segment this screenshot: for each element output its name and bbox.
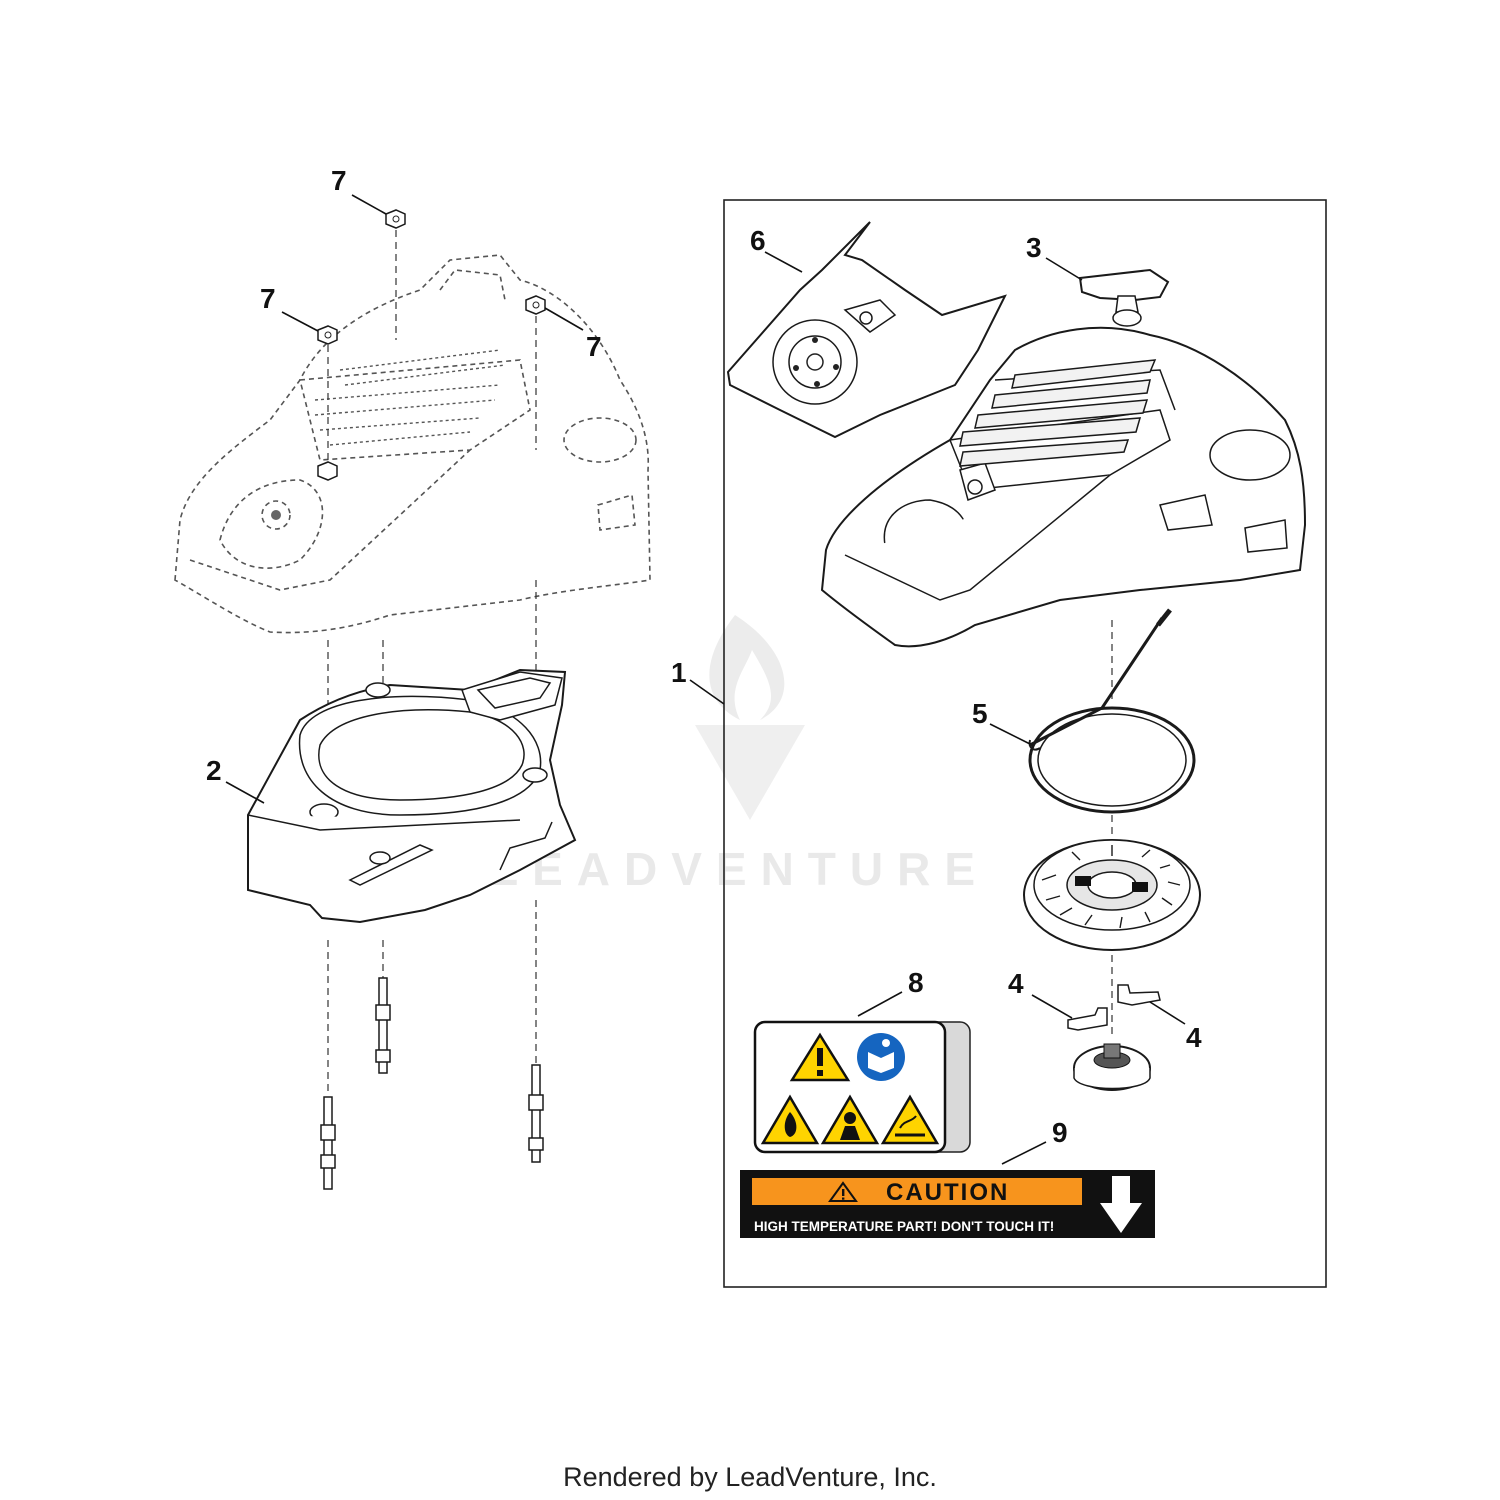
ghost-shroud-outline (174, 254, 651, 634)
hot-surface-icon (880, 1094, 940, 1145)
fire-hazard-icon (760, 1094, 820, 1145)
callouts: 7 7 7 2 1 6 3 5 4 4 8 9 (206, 165, 1202, 1165)
callout-6: 6 (750, 225, 766, 256)
caution-warning-icon (828, 1181, 858, 1202)
starter-shroud (820, 326, 1307, 648)
blower-housing (247, 668, 577, 924)
ratchet-pawl-left (1067, 1007, 1108, 1031)
recoil-rope (1028, 608, 1196, 814)
watermark-text: LEADVENTURE (490, 843, 989, 895)
cover-plate (726, 221, 1007, 439)
callout-4-left: 4 (1008, 968, 1024, 999)
stud-bolt-right (528, 1064, 544, 1163)
flange-nut-right (525, 295, 546, 315)
caution-label: CAUTION HIGH TEMPERATURE PART! DON'T TOU… (740, 1170, 1155, 1238)
starter-handle (1078, 268, 1170, 327)
watermark: LEADVENTURE (490, 615, 989, 895)
read-manual-icon (857, 1033, 905, 1081)
shroud-vents (959, 359, 1157, 467)
safety-symbol-label (753, 1020, 971, 1154)
caution-message: HIGH TEMPERATURE PART! DON'T TOUCH IT! (754, 1219, 1054, 1234)
stud-bolt-center (375, 977, 391, 1074)
callout-1: 1 (671, 657, 687, 688)
center-nut (317, 461, 338, 481)
callout-4-right: 4 (1186, 1022, 1202, 1053)
callout-2: 2 (206, 755, 222, 786)
caution-heading: CAUTION (886, 1179, 1009, 1206)
callout-8: 8 (908, 967, 924, 998)
ratchet-hub (1073, 1043, 1151, 1091)
warning-icon (789, 1032, 851, 1082)
stud-bolt-left (320, 1096, 336, 1190)
callout-5: 5 (972, 698, 988, 729)
callout-9: 9 (1052, 1117, 1068, 1148)
callout-7-right: 7 (586, 331, 602, 362)
flange-nut-top (385, 209, 406, 229)
kit-group-box (723, 199, 1327, 1288)
callout-7-top: 7 (331, 165, 347, 196)
down-arrow-icon (1100, 1176, 1142, 1233)
toxic-fumes-icon (820, 1094, 880, 1145)
assembly-axis-lines-left (327, 230, 537, 1095)
ratchet-pawl-right (1117, 984, 1161, 1006)
starter-pulley (1023, 839, 1201, 951)
callout-7-left: 7 (260, 283, 276, 314)
flange-nut-left (317, 325, 338, 345)
footer-credit: Rendered by LeadVenture, Inc. (563, 1462, 937, 1492)
callout-3: 3 (1026, 232, 1042, 263)
